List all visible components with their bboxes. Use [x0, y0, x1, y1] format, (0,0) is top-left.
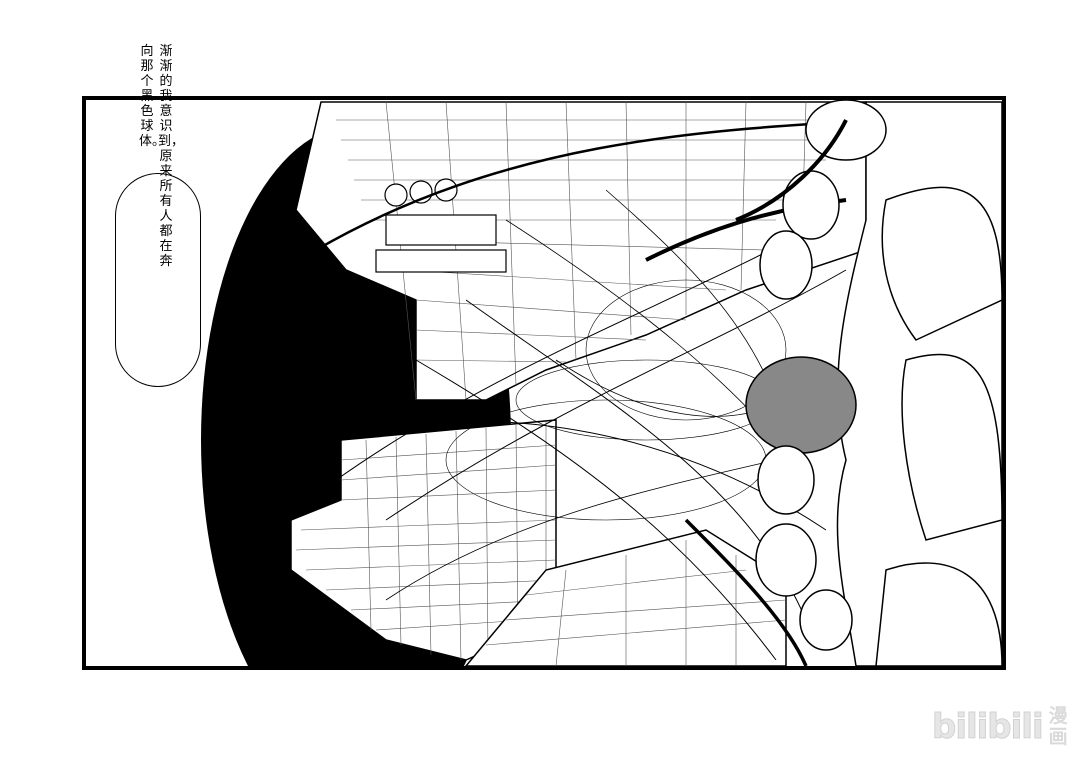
rooftop-machinery: [375, 178, 507, 273]
tangled-wires: [315, 118, 877, 666]
watermark-sub-bottom: 画: [1048, 726, 1068, 748]
watermark-sub-top: 漫: [1048, 705, 1068, 727]
comic-panel: [82, 96, 1006, 670]
bilibili-manga-watermark: bilibili 漫 画: [932, 702, 1082, 752]
lower-building-grid: [485, 540, 787, 666]
speech-bubble-line-1: 渐渐的我意识到，原来所有人都在奔: [158, 44, 185, 269]
crowd-outline: [735, 119, 848, 222]
speech-bubble-line-2: 向那个黑色球体。: [139, 44, 166, 149]
speech-bubble: [115, 173, 201, 387]
watermark-brand: bilibili: [932, 707, 1045, 748]
lower-skyscraper: [290, 419, 557, 661]
watermark-sub: 漫 画: [1049, 706, 1068, 748]
crowd: [745, 100, 1002, 666]
panel-artwork: [201, 100, 1002, 666]
